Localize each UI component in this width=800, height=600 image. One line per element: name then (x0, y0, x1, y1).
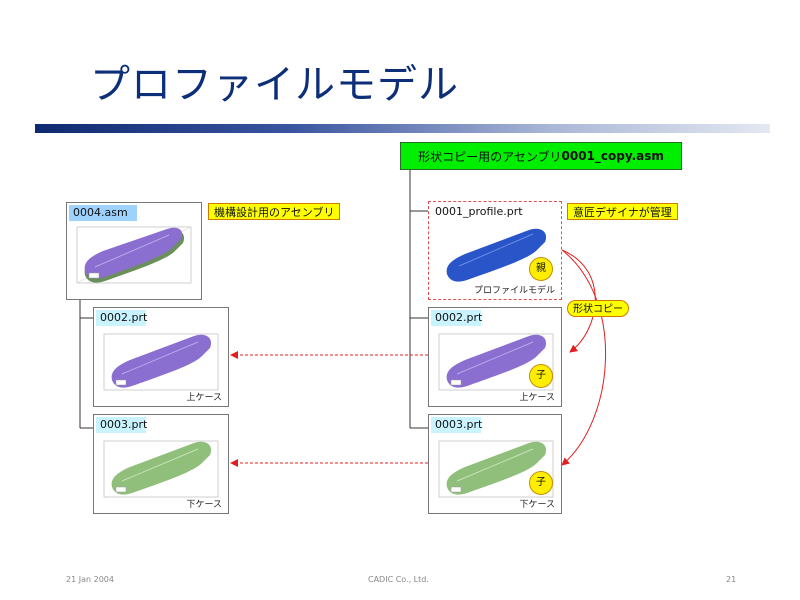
left-part-0003-title: 0003.prt (96, 417, 147, 433)
left-part-0002-card[interactable]: 0002.prt 上ケース (93, 307, 229, 407)
profile-label: 意匠デザイナが管理 (567, 203, 678, 220)
lower-case-model-image (103, 440, 219, 498)
footer-company: CADIC Co., Ltd. (368, 575, 429, 584)
shape-copy-label: 形状コピー (567, 300, 629, 317)
left-part-0003-card[interactable]: 0003.prt 下ケース (93, 414, 229, 514)
left-asm-card[interactable]: 0004.asm (66, 202, 202, 300)
parent-badge: 親 (529, 257, 553, 281)
profile-model-image (446, 228, 547, 282)
child-badge-0003: 子 (529, 471, 553, 495)
right-part-0002-caption: 上ケース (519, 393, 555, 403)
copy-assembly-prefix: 形状コピー用のアセンブリ (418, 149, 562, 164)
page-title: プロファイルモデル (90, 62, 459, 108)
left-asm-label: 機構設計用のアセンブリ (208, 203, 341, 220)
left-part-0002-caption: 上ケース (186, 393, 222, 403)
assembly-model-image (76, 226, 192, 284)
child-badge-0002: 子 (529, 364, 553, 388)
right-part-0003-title: 0003.prt (431, 417, 482, 433)
left-part-0002-title: 0002.prt (96, 310, 147, 326)
footer-date: 21 Jan 2004 (66, 575, 114, 584)
left-asm-title: 0004.asm (69, 205, 137, 221)
profile-part-caption: プロファイルモデル (473, 286, 555, 296)
upper-case-copy-model-image (438, 333, 554, 391)
copy-arrow-0003 (561, 249, 607, 466)
profile-part-card[interactable]: 0001_profile.prt 親 プロファイルモデル (428, 201, 562, 300)
footer-page-number: 21 (726, 575, 737, 584)
upper-case-model-image (103, 333, 219, 391)
left-part-0003-caption: 下ケース (186, 500, 222, 510)
copy-assembly-box: 形状コピー用のアセンブリ 0001_copy.asm (400, 142, 682, 170)
title-underline (35, 124, 770, 133)
right-part-0002-card[interactable]: 0002.prt 子 上ケース (428, 307, 562, 407)
lower-case-copy-model-image (438, 440, 554, 498)
profile-part-title: 0001_profile.prt (435, 205, 523, 218)
right-part-0003-card[interactable]: 0003.prt 子 下ケース (428, 414, 562, 514)
right-part-0002-title: 0002.prt (431, 310, 482, 326)
right-part-0003-caption: 下ケース (519, 500, 555, 510)
copy-assembly-name: 0001_copy.asm (561, 149, 664, 163)
